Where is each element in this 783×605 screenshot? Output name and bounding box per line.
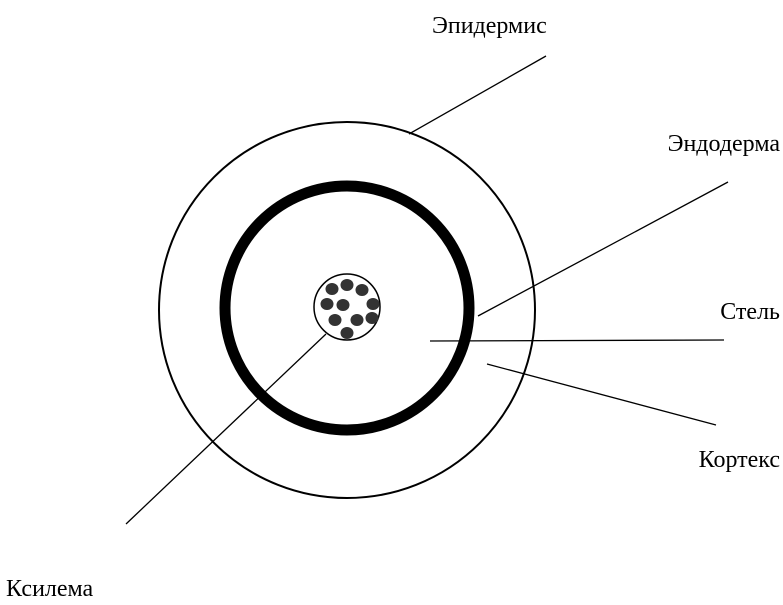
epidermis-label: Эпидермис — [432, 12, 547, 40]
xylem-vessel — [356, 284, 369, 296]
xylem-vessel — [329, 314, 342, 326]
cortex-label: Кортекс — [699, 446, 780, 474]
xylem-vessel — [341, 279, 354, 291]
endodermis-leader-line — [478, 182, 728, 316]
xylem-vessel — [337, 299, 350, 311]
endodermis-label: Эндодерма — [668, 130, 780, 158]
stele-leader-line — [430, 340, 724, 341]
cortex-leader-line — [487, 364, 716, 425]
xylem-leader-line — [126, 334, 326, 524]
xylem-vessel — [321, 298, 334, 310]
xylem-vessel — [367, 298, 380, 310]
xylem-vessel — [366, 312, 379, 324]
xylem-vessel — [351, 314, 364, 326]
xylem-label: Ксилема — [6, 575, 93, 603]
stele-label: Стель — [720, 298, 780, 326]
xylem-vessel — [341, 327, 354, 339]
epidermis-leader-line — [409, 56, 546, 134]
xylem-vessel — [326, 283, 339, 295]
